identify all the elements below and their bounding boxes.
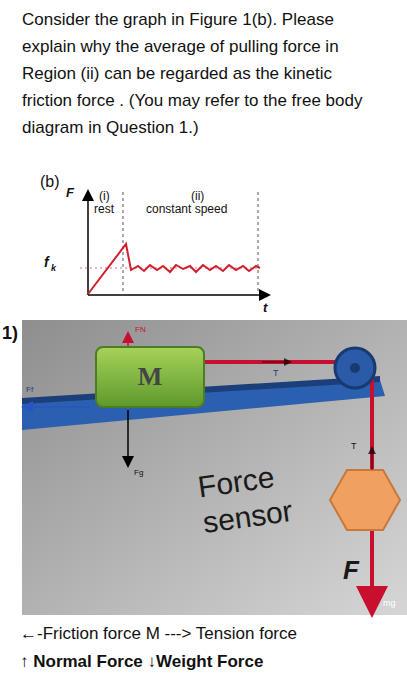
diagram-label: 1) (2, 323, 18, 345)
diagram-label: mg (383, 598, 396, 609)
diagram-label: f (44, 254, 49, 271)
diagram-label: F (343, 555, 359, 586)
diagram-label: (b) (40, 172, 60, 191)
diagram-label: t (263, 300, 267, 316)
diagram-label: constant speed (146, 202, 227, 216)
legend-text: ↑ Normal Force ↓Weight Force (20, 652, 263, 672)
force-time-graph (80, 192, 268, 295)
diagram-label: k (51, 263, 56, 274)
diagram-label: rest (94, 202, 114, 216)
mass-block: M (95, 346, 205, 408)
apparatus-photo (22, 320, 407, 615)
legend-text: ←-Friction force M ---> Tension force (20, 624, 297, 644)
question-text: Consider the graph in Figure 1(b). Pleas… (22, 6, 382, 141)
diagram-label: T (273, 368, 279, 379)
diagram-label: T (351, 441, 357, 452)
diagram-label: (ii) (191, 189, 204, 203)
diagram-label: Fg (134, 468, 143, 478)
diagram-label: Ff (26, 385, 33, 395)
diagram-label: F (66, 185, 74, 201)
diagram-label: (i) (99, 189, 110, 203)
block-label: M (138, 362, 163, 392)
diagram-label: FN (135, 325, 146, 335)
